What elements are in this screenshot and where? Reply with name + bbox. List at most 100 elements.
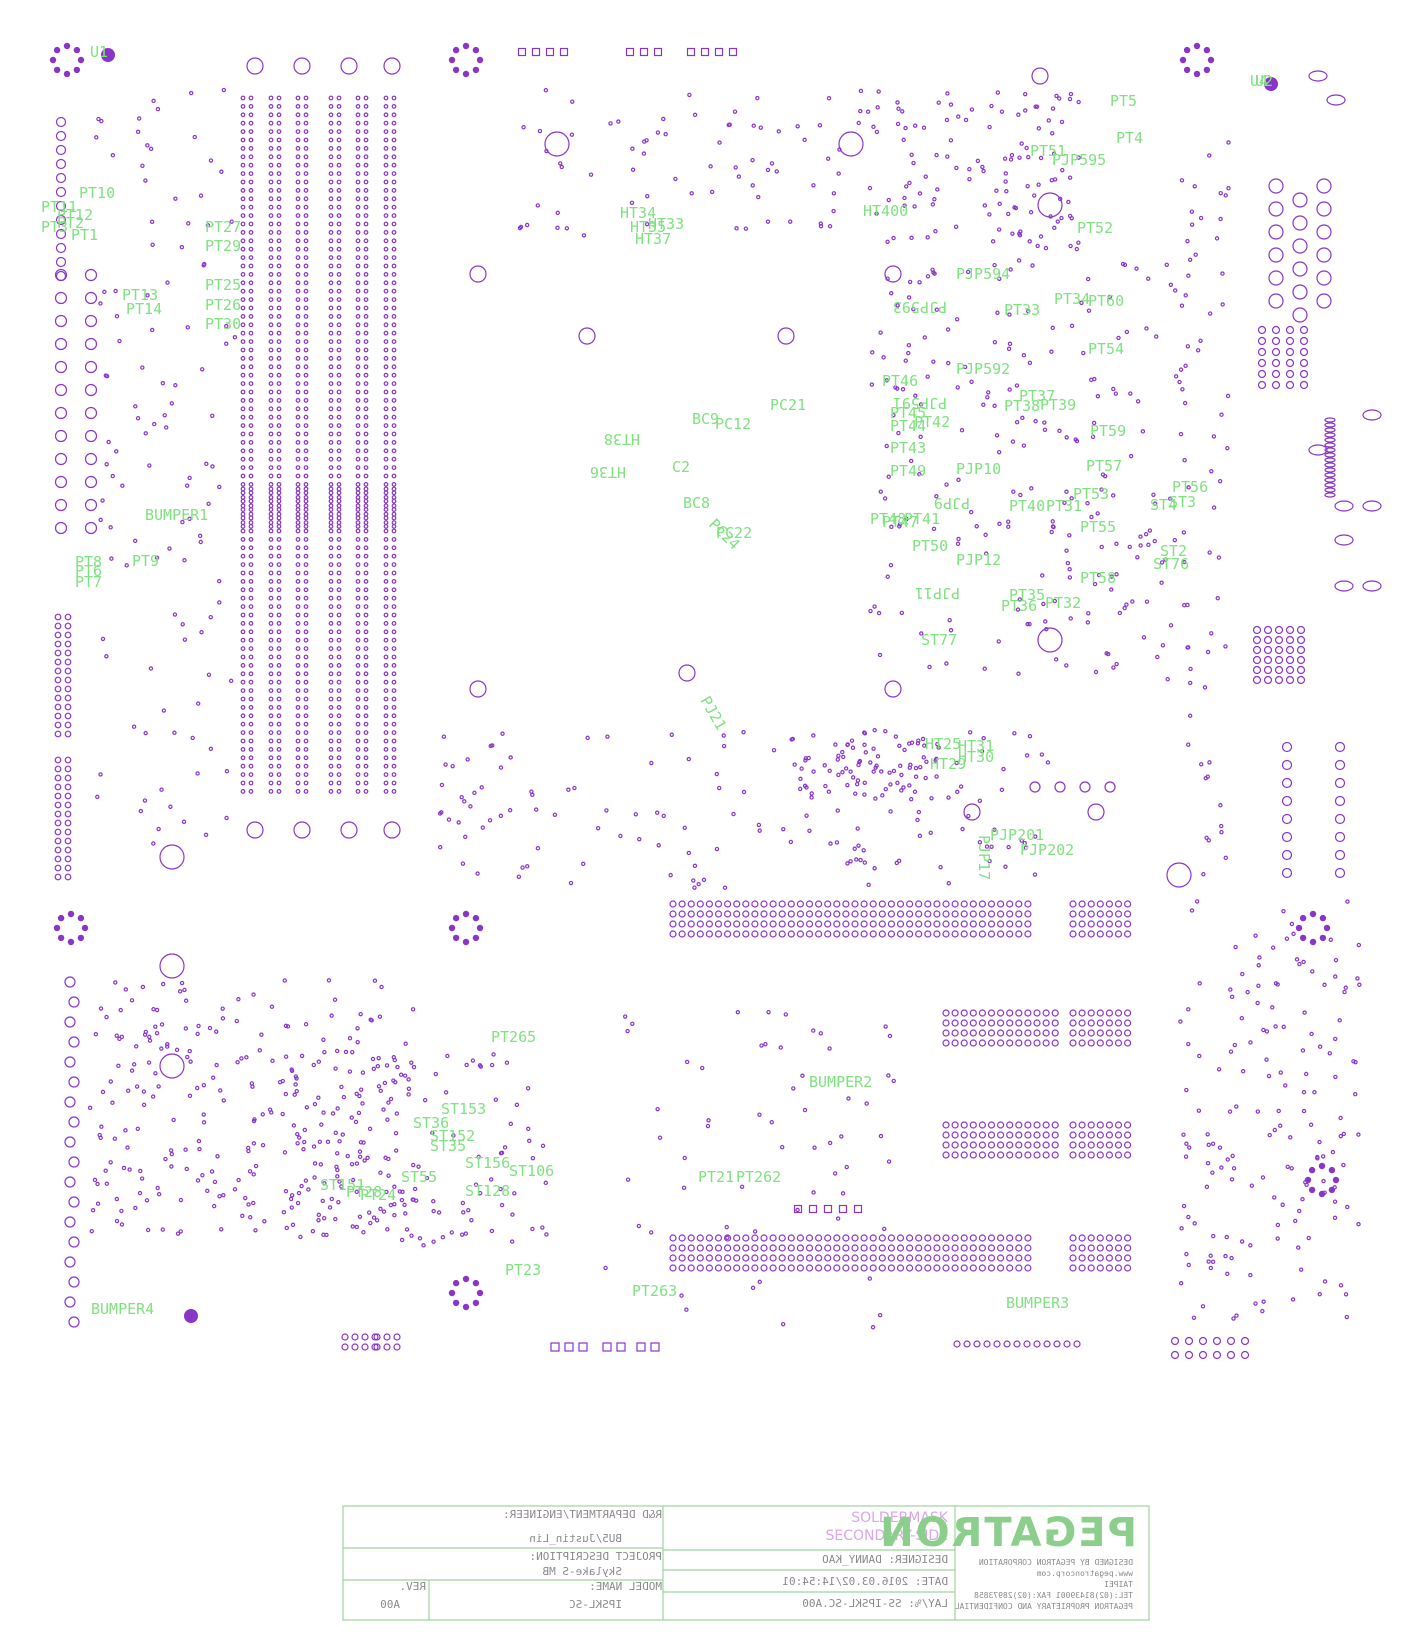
via (164, 1044, 170, 1049)
via (831, 191, 837, 196)
via (1006, 346, 1012, 352)
dimm-pin (383, 545, 389, 551)
pcie-pin (942, 1244, 950, 1252)
via (197, 533, 203, 539)
slot-pin (1042, 1019, 1050, 1027)
dimm-pin (336, 646, 342, 651)
via (916, 738, 921, 743)
via (766, 1009, 771, 1015)
dimm-pin (248, 537, 254, 542)
dimm-pin (328, 688, 334, 693)
dimm-pin (240, 372, 246, 378)
via (836, 772, 841, 778)
refdes-label: HT400 (863, 202, 908, 220)
mounting-hole-pad (1332, 1176, 1340, 1184)
via (906, 343, 912, 348)
dimm-pin (295, 229, 301, 235)
dimm-pin (303, 612, 309, 618)
via (630, 146, 635, 151)
header-pin (54, 658, 62, 666)
pcie-pin (842, 1264, 850, 1272)
dimm-pin (391, 154, 397, 160)
refdes-label: PT30 (205, 315, 241, 333)
via (146, 1060, 152, 1065)
via (733, 165, 738, 170)
mounting-hole-pad (452, 46, 460, 54)
header-pin (1324, 447, 1336, 453)
via (1183, 363, 1188, 369)
dimm-pin (268, 154, 274, 160)
via (1327, 1051, 1333, 1056)
io-pin (1334, 831, 1346, 843)
via (956, 536, 961, 542)
io-pin (54, 291, 68, 305)
via (217, 600, 222, 605)
pcie-pin (1006, 1234, 1014, 1242)
via (1051, 151, 1057, 156)
slot-pin (1069, 1141, 1077, 1149)
smd-pad (686, 47, 696, 57)
smd-pad (616, 1342, 626, 1352)
via (1172, 537, 1178, 543)
pcie-pin (760, 900, 768, 908)
via (1154, 334, 1159, 339)
pcie-pin (824, 1264, 832, 1272)
dimm-pin (276, 179, 282, 185)
pcie-pin (678, 1244, 686, 1252)
io-pin (1184, 1336, 1194, 1346)
slot-pin (1114, 1141, 1123, 1149)
via (174, 1047, 180, 1053)
via (357, 1214, 363, 1219)
via (1290, 1297, 1296, 1302)
via (1248, 1040, 1253, 1045)
pcie-pin (1114, 930, 1123, 938)
via (1353, 1059, 1358, 1065)
pcie-pin (905, 910, 914, 918)
smd-pad (793, 1204, 803, 1214)
slot-pin (1096, 1009, 1104, 1017)
dimm-pin (391, 423, 397, 429)
dimm-pin (240, 696, 246, 702)
via (1008, 157, 1014, 162)
header-pin (54, 703, 62, 711)
dimm-pin (276, 347, 282, 353)
via (904, 184, 909, 189)
via (684, 1307, 689, 1312)
dimm-pin (268, 372, 274, 378)
via (987, 212, 992, 217)
dimm-pin (355, 747, 361, 752)
via (1002, 156, 1008, 161)
via (1179, 303, 1185, 308)
dimm-pin (355, 520, 361, 525)
dimm-pin (336, 612, 342, 618)
pcie-pin (833, 1244, 841, 1252)
via (1184, 1141, 1189, 1146)
pcie-pin (1015, 920, 1023, 928)
via (246, 1148, 251, 1154)
dimm-pin (248, 604, 254, 609)
pcie-pin (878, 1244, 886, 1252)
dimm-pin (363, 465, 369, 471)
dimm-pin (295, 595, 301, 601)
dimm-pin (303, 465, 309, 471)
via (696, 881, 701, 887)
via (394, 1111, 400, 1116)
hole (159, 1053, 185, 1079)
via (967, 176, 972, 182)
pcie-pin (996, 920, 1005, 928)
dimm-pin (336, 524, 342, 529)
via (399, 1237, 405, 1243)
via (856, 120, 861, 126)
slot-pin (969, 1131, 977, 1139)
via (509, 1239, 515, 1244)
via (922, 335, 927, 340)
via (1189, 908, 1195, 913)
via (493, 1097, 499, 1102)
io-pin (1257, 347, 1267, 357)
slot-pin (1087, 1131, 1095, 1139)
dimm-pin (276, 595, 282, 601)
via (114, 1033, 119, 1038)
dimm-pin (363, 747, 369, 752)
via (909, 796, 914, 802)
dimm-pin (391, 503, 397, 509)
